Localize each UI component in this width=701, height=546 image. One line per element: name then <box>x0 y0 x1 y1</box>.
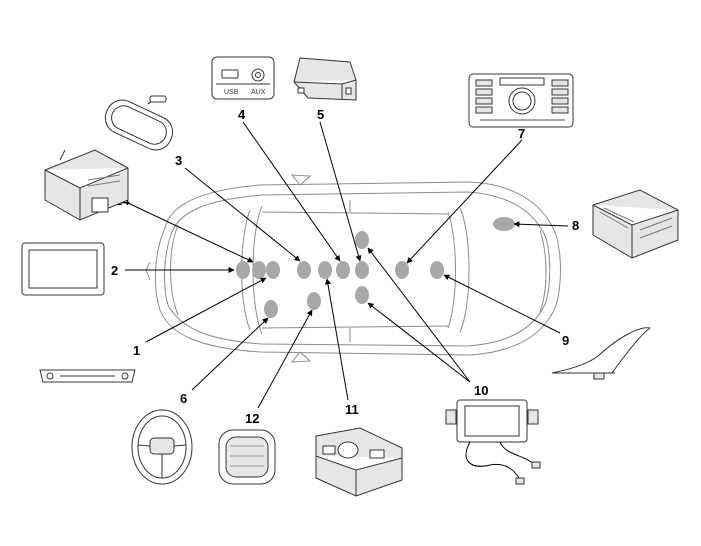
marker-7 <box>395 261 409 279</box>
callout-4: 4 <box>238 107 246 122</box>
callout-2: 2 <box>111 263 118 278</box>
marker-10a <box>355 231 369 249</box>
rearview-mirror-icon <box>104 95 174 151</box>
usb-port-label: USB <box>224 89 239 96</box>
marker-4 <box>336 261 350 279</box>
leader-lines <box>125 121 569 409</box>
marker-2 <box>236 261 250 279</box>
display-monitor-icon <box>21 242 105 296</box>
audio-control-panel-icon <box>468 73 574 128</box>
marker-10b <box>355 286 369 304</box>
callout-8: 8 <box>572 218 579 233</box>
callout-3: 3 <box>175 153 182 168</box>
marker-3 <box>297 261 311 279</box>
audio-unit-harness-icon <box>445 399 541 485</box>
callout-9: 9 <box>562 333 569 348</box>
callout-7: 7 <box>518 126 525 141</box>
usb-aux-jack-icon: USB AUX <box>211 56 275 100</box>
location-markers <box>236 217 515 318</box>
marker-14 <box>252 261 266 279</box>
marker-11 <box>318 261 332 279</box>
marker-6 <box>264 300 278 318</box>
marker-8 <box>493 217 515 231</box>
marker-12 <box>307 292 321 310</box>
car-top-view <box>145 174 561 363</box>
amplifier-icon <box>592 189 679 259</box>
callout-10: 10 <box>474 383 488 398</box>
marker-9 <box>430 261 444 279</box>
shark-fin-antenna-icon <box>551 327 652 380</box>
console-switch-knob-icon <box>315 427 403 497</box>
aux-port-label: AUX <box>251 89 266 96</box>
callout-11: 11 <box>345 402 359 417</box>
marker-1 <box>266 261 280 279</box>
callout-5: 5 <box>317 107 324 122</box>
callout-1: 1 <box>133 343 140 358</box>
marker-5 <box>355 261 369 279</box>
speaker-grille-icon <box>218 429 276 485</box>
callout-6: 6 <box>180 391 187 406</box>
audio-control-bezel-icon <box>39 369 136 383</box>
interface-module-icon <box>293 57 357 101</box>
steering-wheel-icon <box>131 409 193 485</box>
av-head-unit-module-icon <box>44 149 129 221</box>
callout-12: 12 <box>245 411 259 426</box>
